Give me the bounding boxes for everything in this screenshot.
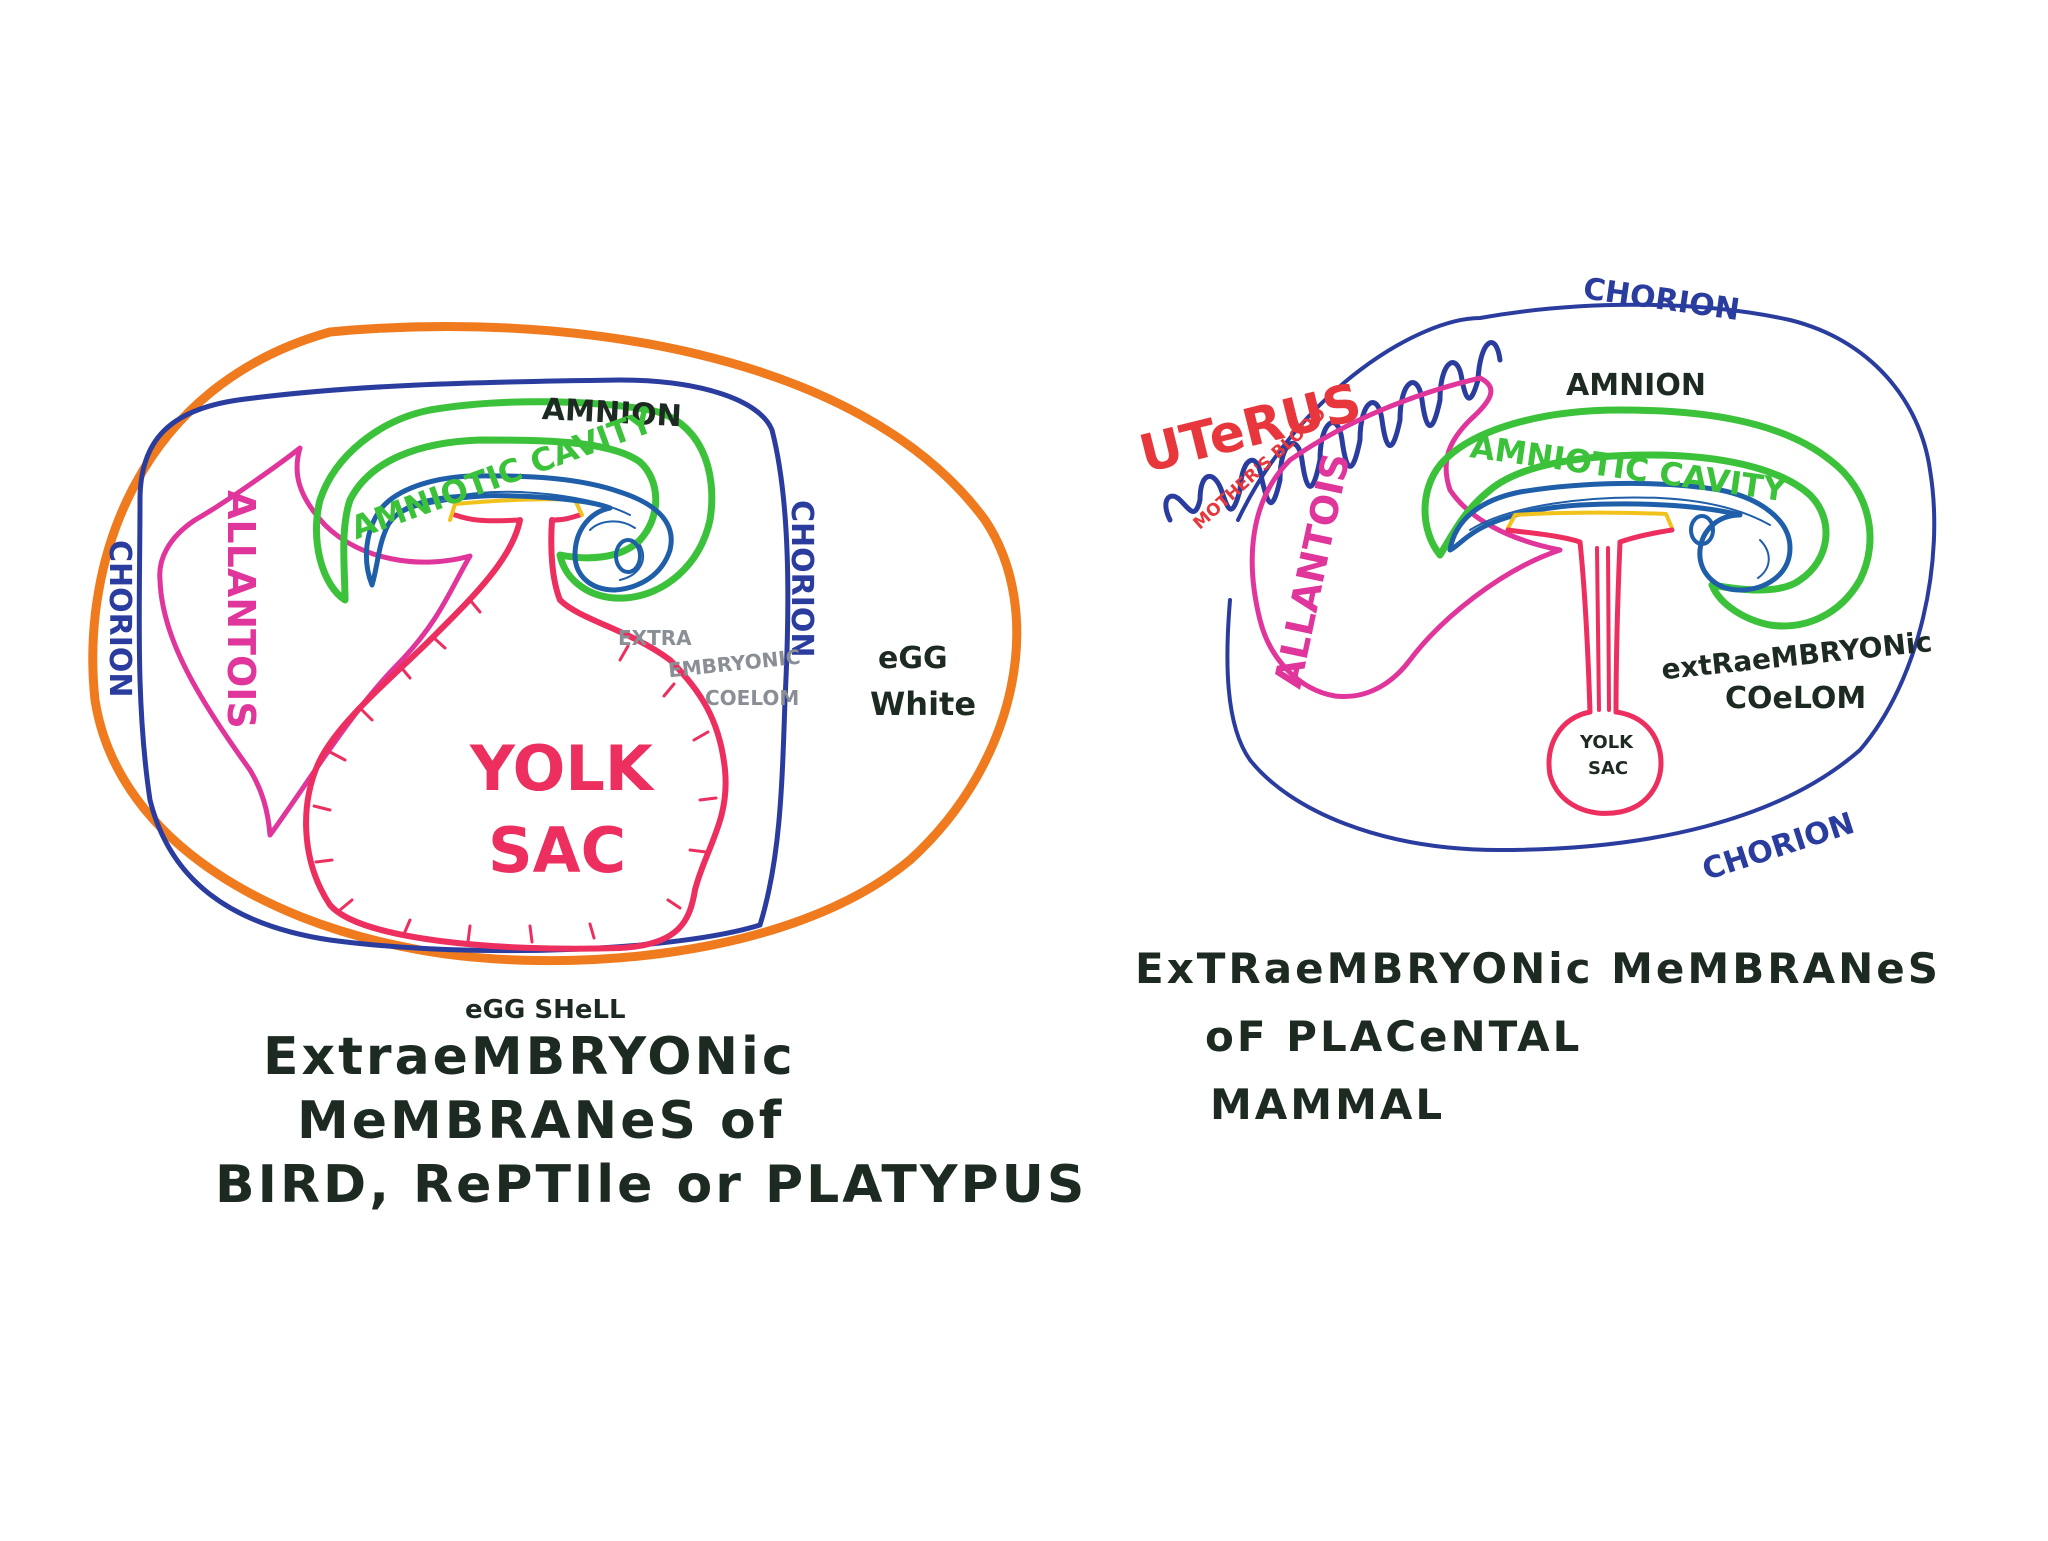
yolk-sac-label-1: YOLK [469,732,655,805]
right-chorion-label-top: CHORION [1581,271,1742,328]
egg-shell-label: eGG SHeLL [465,995,626,1025]
left-egg-diagram [88,322,1022,966]
left-amnion-outline [313,398,716,604]
extraembryonic-coelom-label-1: extRaeMBRYONic [1660,625,1934,686]
right-caption: ExTRaeMBRYONic MeMBRANeS oF PLACeNTAL MA… [1135,935,1941,1139]
right-amnion-outline [1421,406,1874,630]
right-caption-line-2: oF PLACeNTAL [1205,1012,1583,1061]
right-yolk-stalk-top [1506,510,1674,530]
right-placental-diagram [1163,302,1937,852]
egg-white-label-2: White [870,685,976,723]
extra-embryonic-coelom-label-1: EXTRA [618,626,692,650]
left-chorion-label-right: CHORION [784,500,819,658]
left-chorion-label-left: CHORION [102,540,137,698]
left-yolk-sac-outline [303,517,729,952]
right-embryo-eye [1689,514,1715,546]
left-embryo-scribble [389,490,645,581]
right-caption-line-1: ExTRaeMBRYONic MeMBRANeS [1135,944,1941,993]
right-chorion-outline [1225,302,1937,852]
right-embryo-scribble [1469,496,1771,579]
right-amnion-label: AMNION [1566,368,1706,403]
right-yolk-sac-label-1: YOLK [1579,732,1634,753]
left-caption: ExtraeMBRYONic MeMBRANeS of BIRD, RePTIl… [215,1025,1087,1217]
extraembryonic-coelom-label-2: COeLOM [1725,681,1866,716]
left-embryo-outline [363,473,674,593]
left-caption-line-1: ExtraeMBRYONic [263,1027,796,1087]
left-caption-line-3: BIRD, RePTIle or PLATYPUS [215,1155,1088,1215]
left-chorion-outline [136,377,791,954]
extra-embryonic-coelom-label-3: COELOM [705,686,799,710]
left-caption-line-2: MeMBRANeS of [297,1091,785,1151]
left-labels: AMNION AMNIOTIC CAVITY ALLANTOIS CHORION… [102,392,976,1025]
egg-shell-outline [88,322,1022,966]
right-yolk-stalk-inner [1595,546,1611,712]
left-amnion-label: AMNION [541,392,683,434]
right-embryo-outline [1447,480,1793,593]
left-allantois-label: ALLANTOIS [219,490,263,729]
left-embryo-eye [614,538,642,574]
right-yolk-stalk [1505,527,1675,816]
yolk-sac-label-2: SAC [488,814,626,887]
right-caption-line-3: MAMMAL [1210,1080,1446,1129]
extra-embryonic-coelom-label-2: EMBRYONIC [667,645,802,683]
right-yolk-sac-label-2: SAC [1588,758,1628,779]
right-chorion-label-bottom: CHORION [1698,806,1859,888]
left-yolk-sac-hatching [312,598,718,944]
left-yolk-stalk [452,512,583,524]
egg-white-label-1: eGG [878,641,948,676]
